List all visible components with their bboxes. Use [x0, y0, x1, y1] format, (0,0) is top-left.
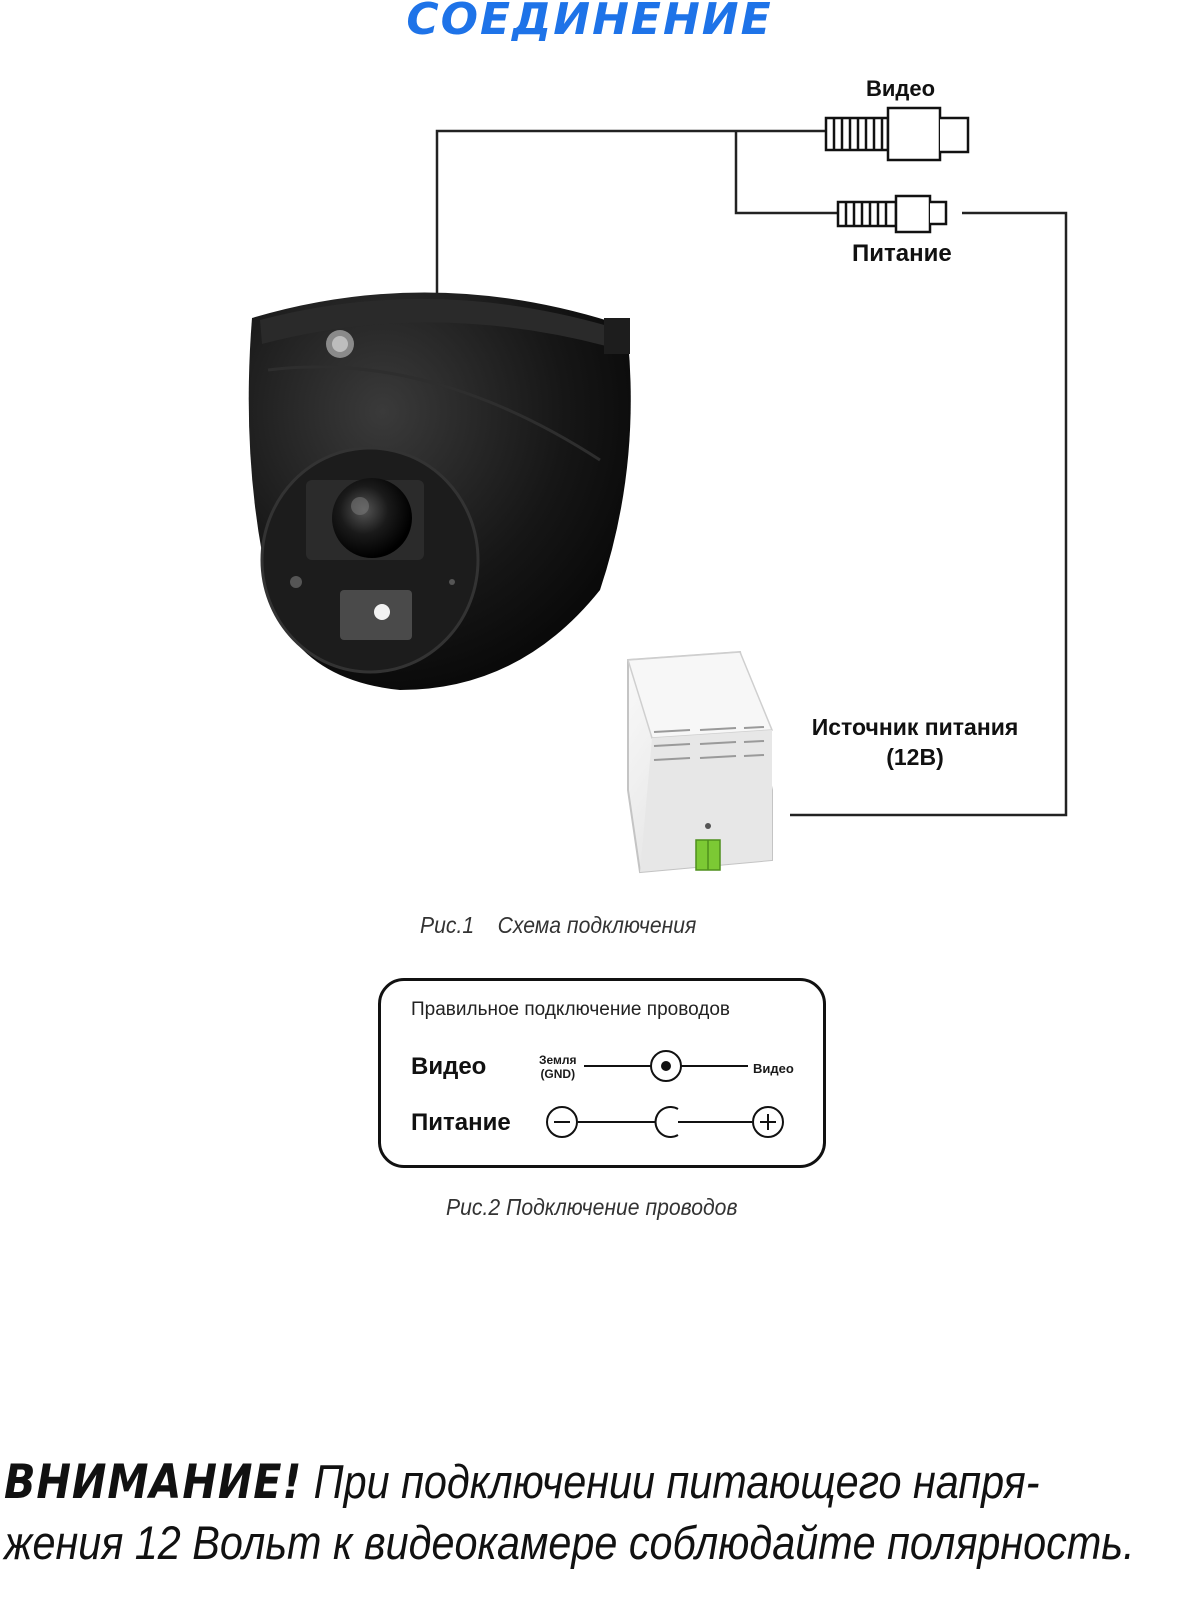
camera-cable [435, 129, 826, 300]
page-title: СОЕДИНЕНИЕ [406, 0, 773, 45]
power-label: Питание [852, 240, 952, 267]
video-connector-icon [824, 106, 970, 162]
psu-cable [790, 211, 1068, 817]
power-branch [734, 131, 838, 215]
gnd-label-line2: (GND) [540, 1067, 576, 1081]
video-label: Видео [866, 76, 936, 101]
wiring-legend-title: Правильное подключение проводов [411, 999, 730, 1020]
dome-camera-image [248, 292, 631, 690]
polarity-warning: ВНИМАНИЕ! При подключении питающего напр… [4, 1452, 1135, 1573]
warning-text-1: При подключении питающего напря- [302, 1455, 1040, 1508]
wiring-symbols [546, 1050, 784, 1138]
figure2-caption: Рис.2 Подключение проводов [446, 1194, 738, 1220]
wiring-legend-box: Правильное подключение проводов Видео Пи… [378, 978, 826, 1168]
gnd-label-line1: Земля [539, 1053, 577, 1067]
psu-label-line2: (12В) [886, 744, 944, 770]
wiring-row-power: Питание [411, 1109, 511, 1136]
psu-label-line1: Источник питания [811, 714, 1019, 740]
warning-line2: жения 12 Вольт к видеокамере соблюдайте … [4, 1516, 1135, 1569]
wiring-row-video: Видео [411, 1053, 487, 1080]
power-connector-icon [836, 194, 948, 234]
gnd-label: Земля (GND) [539, 1053, 577, 1081]
warning-line1: ВНИМАНИЕ! При подключении питающего напр… [4, 1452, 1040, 1513]
dc-plug-icon [654, 1106, 679, 1138]
wires [435, 129, 1068, 817]
psu-label: Источник питания (12В) [790, 712, 1040, 772]
warning-emphasis: ВНИМАНИЕ! [4, 1455, 303, 1510]
video-pin-label: Видео [753, 1061, 794, 1076]
figure1-caption: Рис.1 Схема подключения [420, 912, 697, 938]
power-supply-image [627, 650, 774, 874]
